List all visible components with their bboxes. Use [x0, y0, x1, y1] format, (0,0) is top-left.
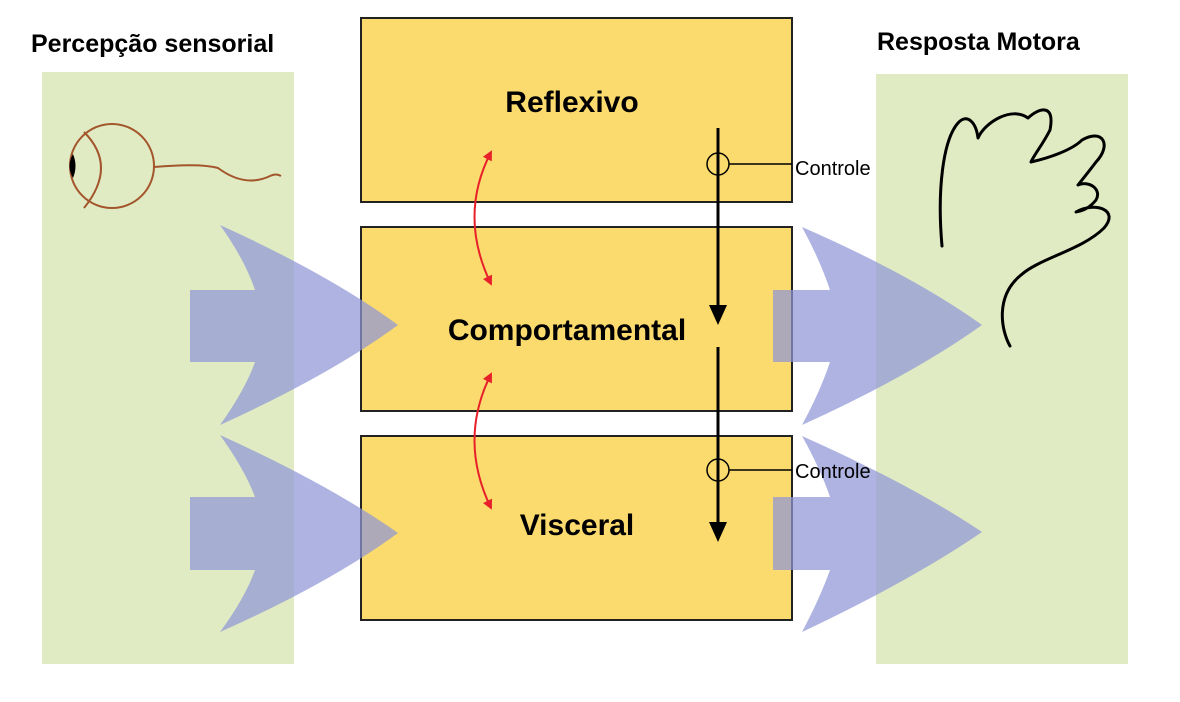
control-label-lower: Controle [795, 461, 871, 483]
visceral-label: Visceral [520, 509, 635, 542]
behavioral-visceral-arrow [473, 372, 493, 510]
control-arrow-lower-head [709, 522, 727, 542]
output-arrow-visceral [773, 436, 982, 632]
reflexive-label: Reflexivo [505, 86, 638, 119]
input-arrow-behavioral [190, 225, 398, 425]
control-arrow-upper-head [709, 305, 727, 325]
motor-panel [876, 74, 1128, 664]
hand-icon [938, 108, 1111, 348]
output-arrow-behavioral [773, 227, 982, 425]
behavioral-label: Comportamental [448, 314, 686, 347]
reflexive-behavioral-arrow [473, 150, 493, 286]
motor-heading: Resposta Motora [877, 28, 1081, 56]
eye-icon [69, 123, 282, 209]
control-label-upper: Controle [795, 158, 871, 180]
input-arrow-visceral [190, 435, 398, 632]
perception-heading: Percepção sensorial [31, 30, 274, 58]
reflexive-box [360, 17, 793, 203]
